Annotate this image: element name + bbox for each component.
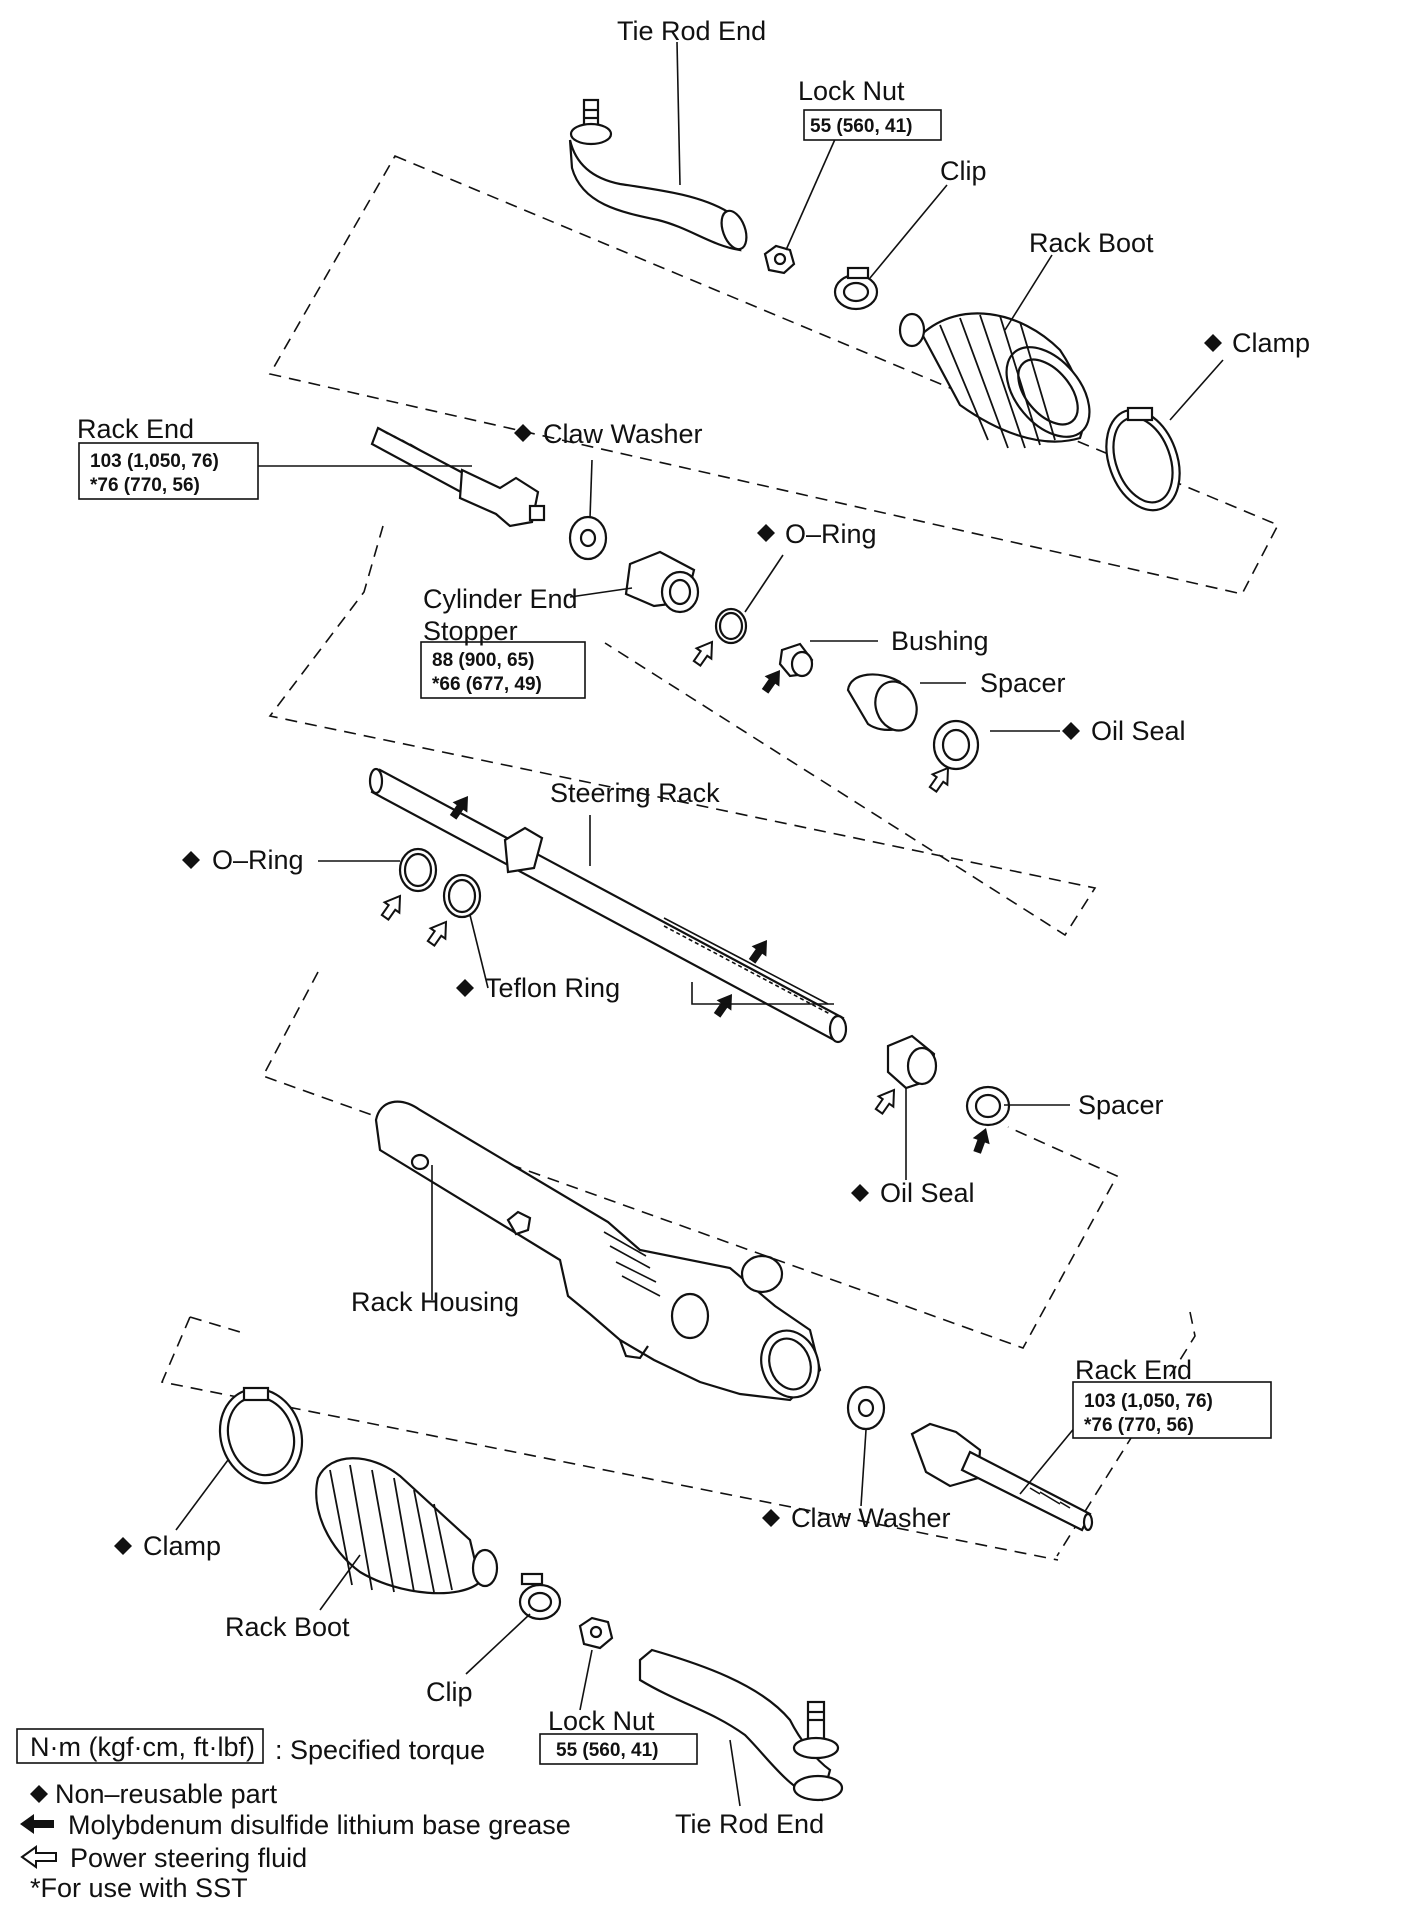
part-labels: Tie Rod End Lock Nut 55 (560, 41) Clip R… bbox=[77, 16, 1310, 1839]
label-oil-seal-top: Oil Seal bbox=[1091, 716, 1186, 746]
label-teflon-ring: Teflon Ring bbox=[485, 973, 620, 1003]
legend-grease: Molybdenum disulfide lithium base grease bbox=[68, 1810, 571, 1840]
clip-top-part bbox=[833, 266, 879, 311]
label-tie-rod-end-top: Tie Rod End bbox=[617, 16, 766, 46]
label-cylinder-end-stopper-1: Cylinder End bbox=[423, 584, 578, 614]
hollow-arrow-icon bbox=[376, 889, 409, 924]
rack-end-bottom-part bbox=[910, 1422, 1094, 1532]
o-ring-top-part bbox=[714, 607, 748, 645]
bushing-part bbox=[778, 642, 814, 678]
torque-boxes bbox=[16, 109, 1272, 1765]
torque-cylinder-2: *66 (677, 49) bbox=[432, 674, 542, 695]
label-claw-washer-bottom: Claw Washer bbox=[791, 1503, 951, 1533]
solid-arrow-icon bbox=[757, 664, 788, 697]
rack-end-top-part bbox=[370, 426, 546, 528]
legend-non-reusable: Non–reusable part bbox=[55, 1779, 278, 1809]
legend-fluid: Power steering fluid bbox=[70, 1843, 307, 1873]
torque-lock-nut-bottom: 55 (560, 41) bbox=[556, 1740, 658, 1761]
diamond-icon bbox=[762, 1509, 780, 1527]
label-rack-boot-top: Rack Boot bbox=[1029, 228, 1154, 258]
diamond-icon bbox=[514, 424, 532, 442]
solid-arrow-icon bbox=[968, 1124, 995, 1156]
cylinder-end-stopper-part bbox=[624, 550, 700, 614]
oil-seal-mid-part bbox=[886, 1034, 938, 1090]
group-outlines bbox=[160, 154, 1280, 1561]
label-lock-nut-bottom: Lock Nut bbox=[548, 1706, 655, 1736]
torque-rack-end-top-1: 103 (1,050, 76) bbox=[90, 451, 219, 472]
hollow-arrow-icon bbox=[422, 915, 455, 950]
diamond-icon bbox=[182, 851, 200, 869]
torque-lock-nut-top: 55 (560, 41) bbox=[810, 116, 912, 137]
rack-boot-top-part bbox=[898, 312, 1091, 449]
label-lock-nut-top: Lock Nut bbox=[798, 76, 905, 106]
clamp-bottom-part bbox=[218, 1386, 304, 1485]
label-rack-end-bottom: Rack End bbox=[1075, 1355, 1192, 1385]
spacer-mid-part bbox=[965, 1085, 1011, 1127]
teflon-ring-part bbox=[442, 873, 482, 919]
legend-torque-desc: : Specified torque bbox=[275, 1735, 485, 1765]
label-spacer-top: Spacer bbox=[980, 668, 1066, 698]
label-rack-end-top: Rack End bbox=[77, 414, 194, 444]
label-spacer-mid: Spacer bbox=[1078, 1090, 1164, 1120]
label-rack-housing: Rack Housing bbox=[351, 1287, 519, 1317]
torque-rack-end-bottom-2: *76 (770, 56) bbox=[1084, 1415, 1194, 1436]
torque-rack-end-bottom-1: 103 (1,050, 76) bbox=[1084, 1391, 1213, 1412]
label-clamp-bottom: Clamp bbox=[143, 1531, 221, 1561]
label-bushing: Bushing bbox=[891, 626, 989, 656]
claw-washer-top-part bbox=[568, 515, 608, 561]
diamond-icon bbox=[1062, 722, 1080, 740]
tie-rod-end-bottom-part bbox=[638, 1648, 844, 1802]
clamp-top-part bbox=[1105, 406, 1181, 512]
hollow-arrow-icon bbox=[688, 635, 721, 670]
o-ring-left-part bbox=[398, 847, 438, 893]
diamond-icon bbox=[456, 979, 474, 997]
torque-rack-end-top-2: *76 (770, 56) bbox=[90, 475, 200, 496]
hollow-arrow-icon bbox=[20, 1845, 57, 1869]
label-cylinder-end-stopper-2: Stopper bbox=[423, 616, 518, 646]
lock-nut-bottom-part bbox=[578, 1616, 614, 1650]
diamond-icon bbox=[851, 1184, 869, 1202]
label-oil-seal-mid: Oil Seal bbox=[880, 1178, 975, 1208]
solid-arrow-icon bbox=[744, 934, 775, 967]
label-clip-bottom: Clip bbox=[426, 1677, 473, 1707]
diamond-icon bbox=[1204, 334, 1222, 352]
label-clamp-top: Clamp bbox=[1232, 328, 1310, 358]
diamond-icon bbox=[114, 1537, 132, 1555]
label-clip-top: Clip bbox=[940, 156, 987, 186]
spacer-top-part bbox=[846, 673, 918, 732]
lock-nut-top-part bbox=[763, 244, 796, 275]
rack-teeth-bracket bbox=[691, 982, 834, 1005]
torque-cylinder-1: 88 (900, 65) bbox=[432, 650, 534, 671]
claw-washer-bottom-part bbox=[846, 1385, 886, 1431]
label-o-ring-top: O–Ring bbox=[785, 519, 877, 549]
legend-torque-units: N·m (kgf·cm, ft·lbf) bbox=[30, 1732, 255, 1762]
label-o-ring-left: O–Ring bbox=[212, 845, 304, 875]
label-claw-washer-top: Claw Washer bbox=[543, 419, 703, 449]
rack-boot-bottom-part bbox=[315, 1457, 499, 1595]
solid-arrow-icon bbox=[20, 1814, 54, 1834]
diamond-icon bbox=[757, 524, 775, 542]
rack-housing-part bbox=[374, 1100, 822, 1402]
label-tie-rod-end-bottom: Tie Rod End bbox=[675, 1809, 824, 1839]
label-steering-rack: Steering Rack bbox=[550, 778, 720, 808]
diamond-icon bbox=[30, 1785, 48, 1803]
leader-lines bbox=[175, 41, 1224, 1807]
legend-sst: *For use with SST bbox=[30, 1873, 248, 1903]
hollow-arrow-icon bbox=[870, 1083, 903, 1118]
steering-rack-part bbox=[368, 767, 848, 1044]
label-rack-boot-bottom: Rack Boot bbox=[225, 1612, 350, 1642]
tie-rod-end-top-part bbox=[568, 98, 748, 252]
clip-bottom-part bbox=[518, 1572, 562, 1621]
oil-seal-top-part bbox=[932, 719, 980, 771]
legend: N·m (kgf·cm, ft·lbf) : Specified torque … bbox=[20, 1732, 571, 1903]
